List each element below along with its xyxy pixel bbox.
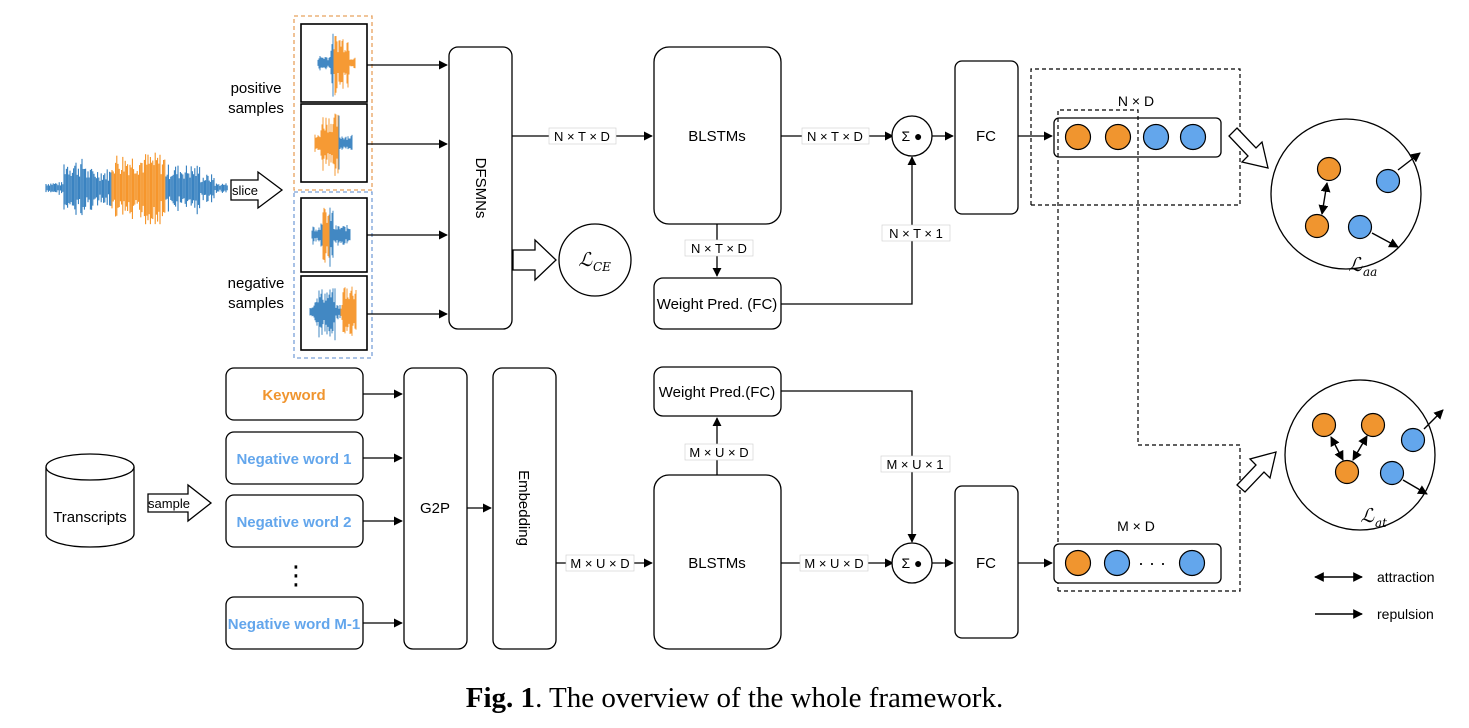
at-loss-symbol: ℒ <box>1360 505 1375 527</box>
transcripts-database: Transcripts <box>45 453 135 548</box>
positive-samples-group <box>293 15 373 191</box>
sample-waveforms <box>309 33 357 341</box>
weighted-sum-top-symbol: Σ ● <box>902 128 923 144</box>
output-bottom-dim: M × D <box>1117 518 1155 534</box>
fc-bottom-label: FC <box>976 555 996 572</box>
slice-label: slice <box>232 183 258 198</box>
dim-dfsmn-to-blstm: N × T × D <box>554 129 610 144</box>
at-loss-relations <box>1330 409 1444 495</box>
keyword-text-embedding-node <box>1064 549 1092 577</box>
at-keyword-node <box>1311 412 1337 438</box>
ce-loss-symbol: ℒ <box>578 249 593 271</box>
keyword-embedding-node <box>1064 123 1092 151</box>
dim-weight-to-sum-top: N × T × 1 <box>889 226 943 241</box>
positive-samples-label: positive <box>231 80 282 97</box>
weight-pred-bottom-label: Weight Pred.(FC) <box>659 384 775 401</box>
negative-samples-group <box>293 191 373 359</box>
at-loss-subscript: at <box>1375 516 1387 530</box>
figure-caption-text: . The overview of the whole framework. <box>535 682 1004 714</box>
keyword-embedding-node <box>1104 123 1132 151</box>
fc-top-block <box>954 60 1019 215</box>
legend: attraction repulsion <box>1314 569 1435 622</box>
dfsmn-block <box>448 46 513 330</box>
embedding-label: Embedding <box>515 470 532 546</box>
negative-word-label: Negative word 2 <box>236 514 351 531</box>
negative-samples-label: negative <box>228 275 285 292</box>
aa-keyword-node <box>1316 156 1342 182</box>
g2p-label: G2P <box>420 500 450 517</box>
positive-samples-label-2: samples <box>228 100 284 117</box>
ce-loss-subscript: CE <box>593 260 611 274</box>
input-waveform <box>45 152 228 225</box>
figure-caption: Fig. 1. The overview of the whole framew… <box>0 682 1469 715</box>
ce-loss-circle <box>558 223 632 297</box>
dim-weight-to-sum-bottom: M × U × 1 <box>886 457 943 472</box>
dim-embed-to-blstm: M × U × D <box>570 556 629 571</box>
fc-bottom-block <box>954 485 1019 639</box>
blstm-top-label: BLSTMs <box>688 128 746 145</box>
at-negative-node <box>1400 427 1426 453</box>
negative-text-embedding-node <box>1103 549 1131 577</box>
word-arrows <box>363 389 403 628</box>
dim-blstm-to-weight-bottom: M × U × D <box>689 445 748 460</box>
weight-pred-top-label: Weight Pred. (FC) <box>657 296 778 313</box>
fc-top-label: FC <box>976 128 996 145</box>
word-ellipsis: ⋮ <box>283 560 309 590</box>
aa-negative-node <box>1375 168 1401 194</box>
aa-loss-subscript: aa <box>1363 265 1377 279</box>
output-top-dim: N × D <box>1118 93 1154 109</box>
at-keyword-node <box>1360 412 1386 438</box>
keyword-label: Keyword <box>262 387 325 404</box>
sample-arrow: sample <box>147 483 213 523</box>
negative-word-label: Negative word M-1 <box>228 616 361 633</box>
weighted-sum-bottom-symbol: Σ ● <box>902 555 923 571</box>
aa-loss-symbol: ℒ <box>1348 254 1363 276</box>
at-negative-node <box>1379 460 1405 486</box>
aa-keyword-node <box>1304 213 1330 239</box>
aa-loss-arrow <box>1228 127 1269 169</box>
ce-loss-arrow <box>512 238 557 282</box>
aa-loss-relations <box>1318 152 1421 248</box>
sample-arrows <box>367 60 448 319</box>
negative-text-embedding-node <box>1178 549 1206 577</box>
embedding-block <box>492 367 557 650</box>
dim-blstm-to-sum-top: N × T × D <box>807 129 863 144</box>
sample-label: sample <box>148 496 190 511</box>
at-loss-arrow <box>1236 451 1277 493</box>
negative-word-label: Negative word 1 <box>236 451 351 468</box>
blstm-bottom-label: BLSTMs <box>688 555 746 572</box>
dfsmn-label: DFSMNs <box>472 158 489 219</box>
at-keyword-node <box>1334 459 1360 485</box>
dim-blstm-to-weight-top: N × T × D <box>691 241 747 256</box>
aa-loss-circle <box>1270 118 1422 270</box>
slice-arrow: slice <box>230 170 284 210</box>
attraction-legend-label: attraction <box>1377 569 1435 585</box>
output-bottom-vector <box>1053 543 1222 584</box>
negative-embedding-node <box>1179 123 1207 151</box>
negative-samples-label-2: samples <box>228 295 284 312</box>
pairing-dashed-lines <box>1030 68 1241 592</box>
aa-negative-node <box>1347 214 1373 240</box>
figure-number: Fig. 1 <box>465 682 536 714</box>
transcripts-label: Transcripts <box>53 509 127 526</box>
output-ellipsis: · · · <box>1138 553 1166 573</box>
negative-embedding-node <box>1142 123 1170 151</box>
repulsion-legend-label: repulsion <box>1377 606 1434 622</box>
dim-blstm-to-sum-bottom: M × U × D <box>804 556 863 571</box>
